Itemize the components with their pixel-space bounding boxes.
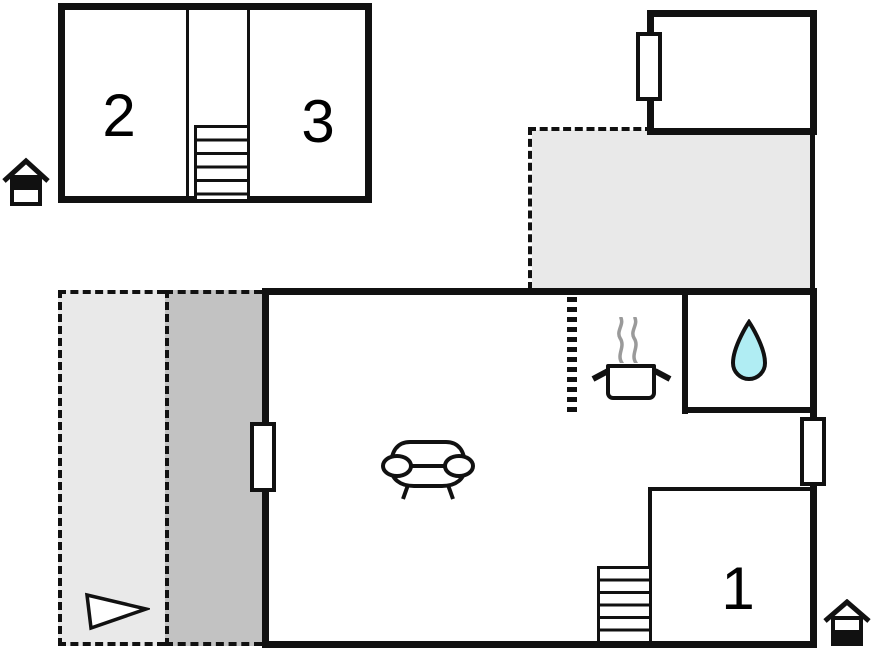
terrace-northeast-edge-right — [810, 130, 815, 288]
entrance-room-window — [636, 32, 662, 101]
upper-floor-level-house-icon — [2, 157, 50, 206]
upper-room-right-label: 3 — [301, 88, 335, 155]
sofa-icon — [381, 440, 475, 500]
main-window-left — [250, 422, 276, 492]
upper-floor-wall-right-of-stairs — [247, 10, 250, 196]
upper-floor-wall-left-of-stairs — [186, 10, 189, 196]
terrace-left-dark — [165, 290, 262, 646]
terrace-northeast-border-left — [528, 127, 532, 290]
upper-room-left-label: 2 — [102, 82, 136, 149]
room1-wall-top — [648, 487, 810, 491]
main-window-right — [800, 417, 826, 486]
terrace-northeast — [532, 130, 810, 288]
steam-icon — [617, 317, 638, 363]
ground-floor-level-house-icon — [823, 599, 871, 646]
bathroom-wall-bottom — [682, 407, 811, 413]
ground-floor-staircase — [597, 566, 649, 643]
cooking-pot-icon — [606, 364, 656, 400]
room1-wall-left — [648, 487, 652, 645]
terrace-northeast-border-top — [528, 127, 653, 131]
terrace-left-light — [58, 290, 165, 646]
upper-floor-staircase — [194, 125, 250, 199]
bathroom-wall-left — [682, 295, 688, 414]
kitchen-divider-dotted-line — [567, 297, 577, 414]
water-drop-icon — [730, 319, 768, 381]
entrance-room-outline — [647, 10, 817, 135]
ground-room-label: 1 — [721, 555, 755, 622]
direction-arrow-icon — [84, 592, 150, 631]
